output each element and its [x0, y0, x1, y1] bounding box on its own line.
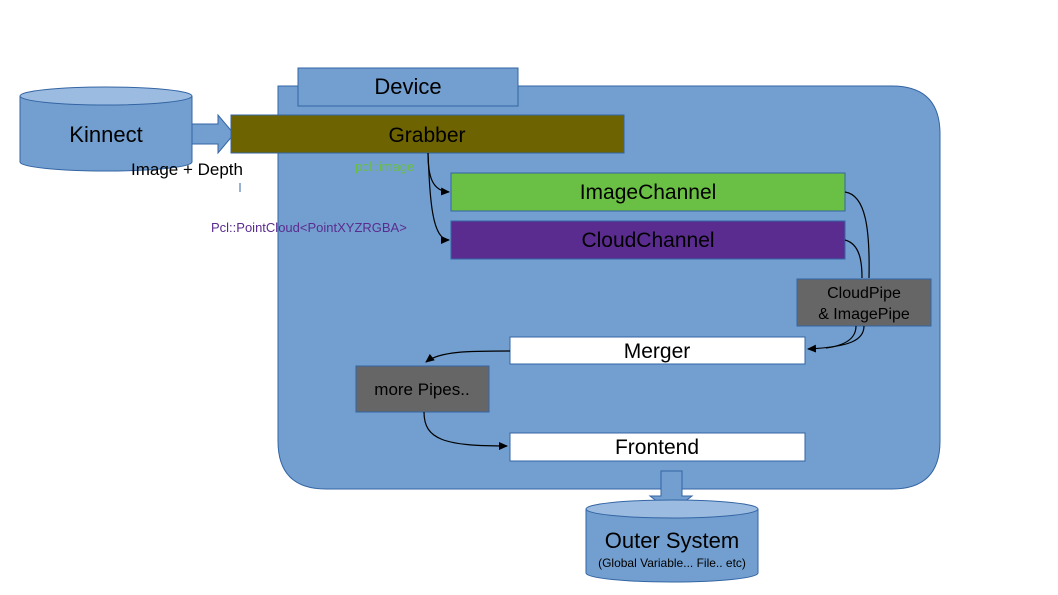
cloudchannel-to-pipes-connector — [844, 239, 863, 279]
outer-system-label: Outer System — [605, 528, 739, 553]
cloud-channel-box — [450, 220, 846, 260]
image-channel-box — [450, 172, 846, 212]
pipes-to-merger-connector-b — [825, 325, 857, 349]
outer-system-database — [585, 499, 759, 583]
cloudpipe-label: CloudPipe — [827, 285, 901, 302]
kinnect-to-grabber-arrow — [191, 113, 235, 155]
imagechannel-to-pipes-connector — [844, 191, 870, 279]
grabber-to-cloudchannel-connector — [427, 152, 450, 244]
merger-to-morepipes-connector — [425, 350, 511, 363]
grabber-label: Grabber — [388, 124, 465, 147]
device-label: Device — [374, 74, 441, 99]
image-channel-label: ImageChannel — [580, 181, 717, 204]
cloud-channel-label: CloudChannel — [581, 229, 714, 252]
pcl-pointcloud-label: Pcl::PointCloud<PointXYZRGBA> — [211, 220, 407, 235]
merger-label: Merger — [624, 340, 691, 363]
more-pipes-box — [355, 365, 490, 413]
frontend-box — [509, 432, 806, 462]
pipes-to-merger-connector-a — [807, 325, 865, 353]
merger-box — [509, 336, 806, 365]
outer-system-sublabel: (Global Variable... File.. etc) — [598, 556, 746, 570]
image-depth-label: Image + Depth — [131, 160, 243, 179]
device-label-box — [297, 67, 519, 107]
grabber-box — [230, 114, 625, 154]
kinnect-database — [19, 86, 193, 172]
more-pipes-label: more Pipes.. — [374, 380, 469, 399]
morepipes-to-frontend-connector — [423, 411, 508, 450]
cloudpipe-imagepipe-box — [796, 278, 932, 327]
pcl-image-label: pcl::image — [355, 159, 414, 174]
imagepipe-label: & ImagePipe — [818, 306, 910, 323]
frontend-label: Frontend — [615, 436, 699, 459]
kinnect-label: Kinnect — [69, 122, 142, 147]
